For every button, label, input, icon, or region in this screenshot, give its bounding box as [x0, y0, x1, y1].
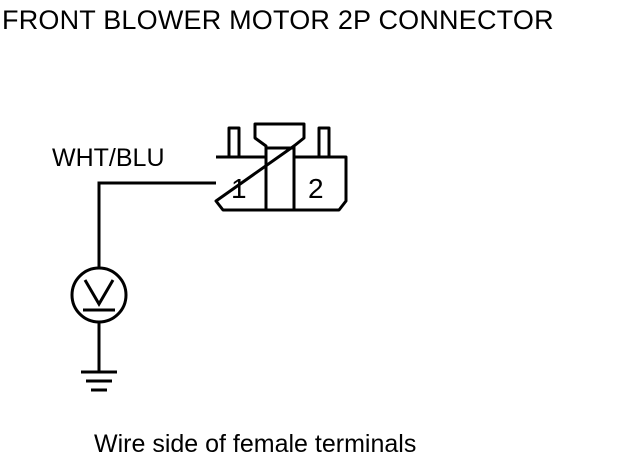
connector-2p	[214, 122, 348, 212]
diagram-title: FRONT BLOWER MOTOR 2P CONNECTOR	[2, 5, 554, 35]
ground-icon	[81, 370, 117, 392]
connector-pin-2: 2	[308, 173, 324, 204]
connector-pin-1: 1	[231, 173, 247, 204]
connector-peg-left	[227, 126, 241, 159]
connector-peg-right	[317, 126, 331, 159]
diagram-caption: Wire side of female terminals	[94, 430, 417, 458]
wire-label: WHT/BLU	[52, 144, 165, 172]
voltmeter-icon	[70, 266, 128, 324]
wire	[97, 181, 216, 268]
